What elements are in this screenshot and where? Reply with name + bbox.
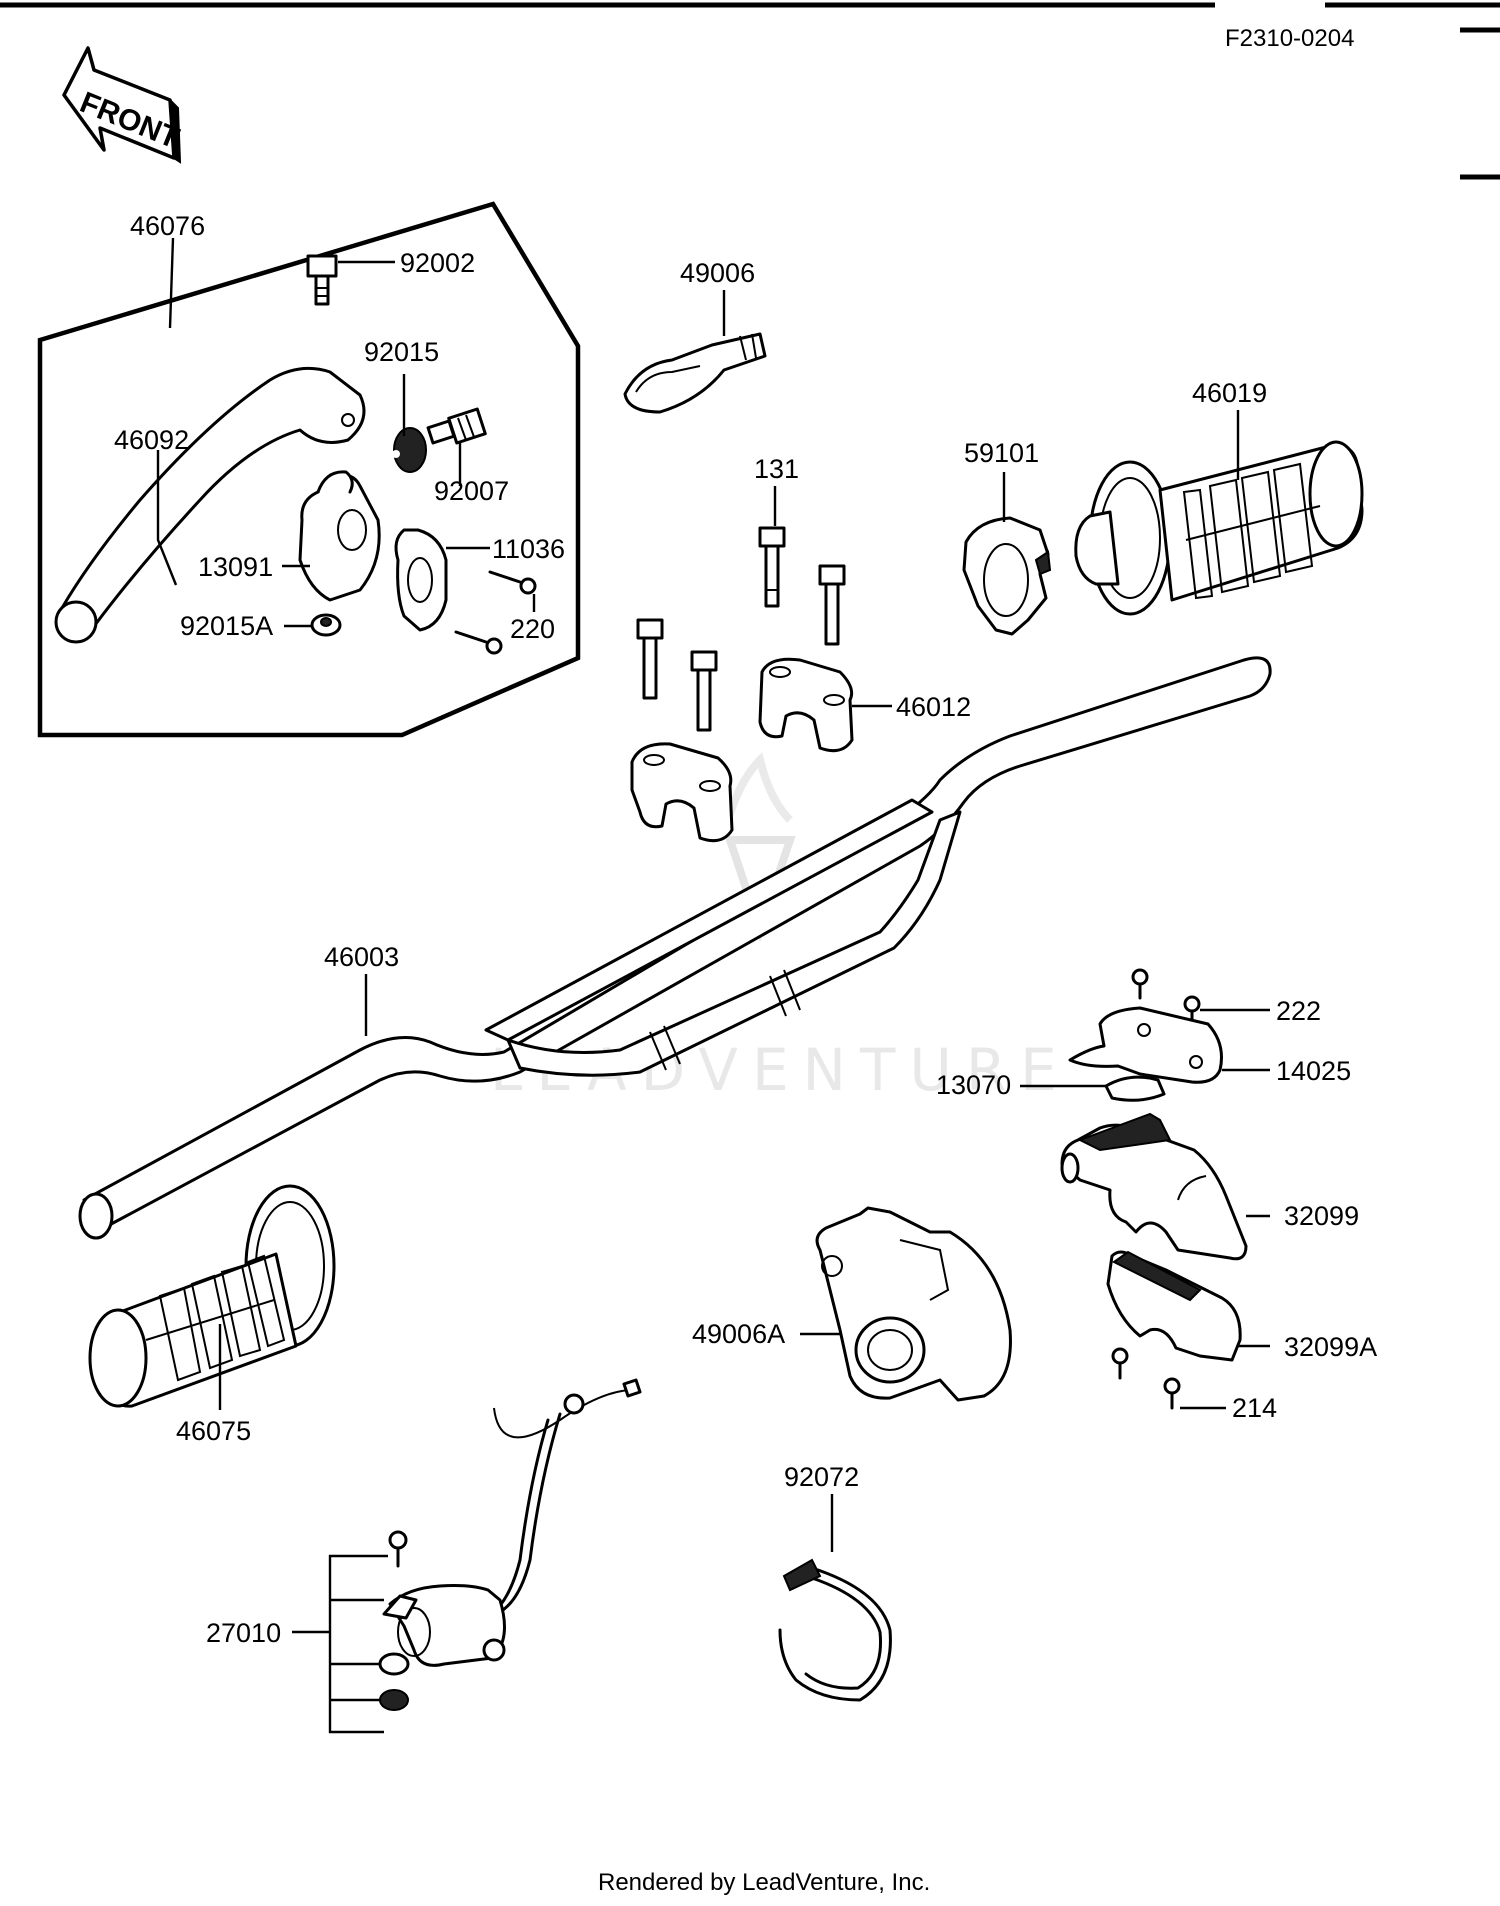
holder-46012-upper (758, 657, 854, 753)
screw-220-b (454, 630, 503, 655)
callout-49006A: 49006A (692, 1319, 785, 1349)
callout-14025: 14025 (1276, 1056, 1351, 1086)
screw-214-b (1163, 1377, 1181, 1410)
screw-222-a (1131, 968, 1149, 1000)
callout-131: 131 (754, 454, 799, 484)
cable-boot-49006 (623, 332, 767, 414)
screw-220-a (488, 570, 537, 595)
callout-92015A: 92015A (180, 611, 273, 641)
throttle-pulley-59101 (962, 516, 1052, 636)
bolt-92002 (306, 254, 338, 306)
front-arrow-icon: FRONT (62, 46, 184, 164)
callout-49006: 49006 (680, 258, 755, 288)
callout-92007: 92007 (434, 476, 509, 506)
housing-32099 (1060, 1112, 1248, 1261)
cover-14025 (1068, 1006, 1223, 1084)
clamp-11036 (394, 528, 448, 632)
callout-92072: 92072 (784, 1462, 859, 1492)
bolt-131-a (758, 526, 786, 608)
adjuster-screw-92007 (426, 407, 487, 445)
callout-222: 222 (1276, 996, 1321, 1026)
callout-32099A: 32099A (1284, 1332, 1377, 1362)
left-grip-46075 (88, 1184, 336, 1408)
callout-27010: 27010 (206, 1618, 281, 1648)
diagram-reference: F2310-0204 (1225, 25, 1354, 52)
callout-220: 220 (510, 614, 555, 644)
callout-46092: 46092 (114, 425, 189, 455)
band-92072 (778, 1558, 892, 1702)
right-grip-46019 (1074, 440, 1364, 616)
bolt-131-c (636, 618, 664, 700)
lever-holder-13091 (298, 470, 381, 602)
screw-214-a (1111, 1347, 1129, 1380)
housing-32099A (1106, 1250, 1242, 1362)
holder-46012-lower (630, 742, 734, 843)
callout-32099: 32099 (1284, 1201, 1359, 1231)
callout-13091: 13091 (198, 552, 273, 582)
callout-92002: 92002 (400, 248, 475, 278)
kill-switch-27010 (378, 1378, 642, 1711)
page-border (0, 2, 1500, 180)
callout-46076: 46076 (130, 211, 205, 241)
handlebar-46003 (78, 656, 1272, 1240)
plate-13070 (1104, 1075, 1166, 1102)
bolt-131-b (818, 564, 846, 646)
lever-kit-outline (37, 201, 581, 738)
footer-credit: Rendered by LeadVenture, Inc. (598, 1869, 930, 1896)
callout-46019: 46019 (1192, 378, 1267, 408)
leader-lines (156, 237, 1270, 1734)
callout-46012: 46012 (896, 692, 971, 722)
callout-46075: 46075 (176, 1416, 251, 1446)
callout-13070: 13070 (936, 1070, 1011, 1100)
nut-92015A (310, 613, 342, 637)
adjuster-wheel-92015 (392, 427, 427, 473)
callout-11036: 11036 (492, 534, 565, 564)
throttle-housing-49006A (815, 1206, 1012, 1402)
callout-59101: 59101 (964, 438, 1039, 468)
callout-46003: 46003 (324, 942, 399, 972)
lever-46092 (54, 366, 366, 644)
callout-labels: 46076 92002 92015 46092 92007 11036 1309… (114, 211, 1377, 1648)
bolt-131-d (690, 650, 718, 732)
callout-214: 214 (1232, 1393, 1277, 1423)
callout-92015: 92015 (364, 337, 439, 367)
